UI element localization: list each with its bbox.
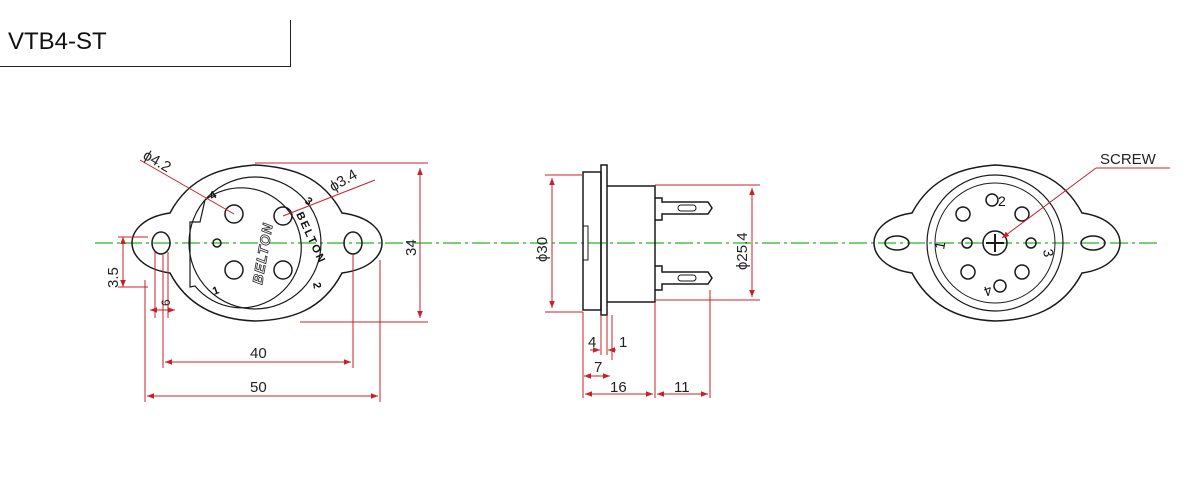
side-insert [582, 171, 602, 311]
title-block: VTB4-ST [0, 20, 291, 67]
side-dimensions [545, 174, 760, 398]
mount-hole-right [343, 231, 363, 255]
pin-hole-bottom-left [224, 260, 244, 280]
rear-view [873, 164, 1121, 322]
rear-key-hole-1 [985, 193, 999, 207]
rear-flange-outline [873, 164, 1121, 322]
screw-leader [1001, 167, 1170, 239]
rear-terminal-3 [1014, 264, 1030, 280]
screw-label: SCREW [1100, 151, 1157, 168]
dim-slot-width: 6 [159, 299, 173, 306]
rear-terminal-4 [960, 264, 976, 280]
rear-outer-ring [926, 174, 1064, 312]
key-hole [212, 238, 222, 248]
side-flange [600, 164, 608, 316]
dim-offset: 3.5 [105, 267, 122, 288]
dim-1: 1 [619, 334, 627, 351]
pin-lower-tab [655, 265, 713, 291]
rear-key-hole-2 [961, 237, 973, 249]
rear-pin-label-2: 2 [998, 193, 1006, 209]
rear-inner-ring [934, 182, 1056, 304]
rear-terminal-1 [955, 206, 971, 222]
dim-hole-spacing: 40 [250, 345, 267, 362]
pin-hole-top-right [273, 206, 293, 226]
front-pin-label-2: 2 [310, 281, 323, 289]
pin-upper-tab [655, 197, 713, 221]
dim-7: 7 [594, 359, 602, 376]
brand-mark: BELTON [249, 221, 276, 285]
dim-height: 34 [403, 239, 420, 256]
dim-11: 11 [674, 379, 690, 396]
front-view [131, 164, 383, 322]
pin-hole-bottom-right [273, 260, 293, 280]
dim-body-dia: ϕ25.4 [734, 232, 751, 270]
mount-hole-left [151, 231, 171, 255]
side-key [582, 225, 589, 261]
side-view [582, 164, 713, 316]
dim-flange-dia: ϕ30 [534, 237, 551, 262]
front-insert-outline [189, 187, 302, 309]
rear-pin-label-3: 3 [1040, 248, 1057, 259]
front-body-circle [188, 176, 322, 310]
rear-pin-label-4: 4 [981, 282, 994, 300]
dim-overall-width: 50 [250, 379, 267, 396]
dim-pin-dia: ϕ3.4 [327, 166, 361, 195]
side-body [607, 185, 656, 303]
front-flange-outline [131, 164, 383, 322]
front-pin-label-1: 1 [211, 284, 221, 297]
rear-key-hole-4 [993, 279, 1007, 293]
dim-hole-dia: ϕ4.2 [140, 147, 174, 176]
front-dimensions [118, 159, 428, 402]
rear-pin-label-1: 1 [931, 240, 948, 251]
brand-arc-text: BELTON [293, 210, 328, 266]
pin-lower-slot [677, 274, 697, 282]
pin-hole-top-left [224, 204, 244, 224]
dim-4: 4 [588, 334, 596, 351]
dim-16: 16 [610, 379, 627, 396]
rear-mount-hole-left [884, 235, 910, 251]
part-number: VTB4-ST [8, 28, 107, 55]
rear-terminal-2 [1014, 206, 1030, 222]
front-pin-label-4: 4 [208, 189, 220, 203]
rear-key-hole-3 [1025, 237, 1037, 249]
screw-head [982, 230, 1008, 256]
rear-mount-hole-right [1080, 235, 1106, 251]
pin-upper-slot [677, 204, 697, 212]
